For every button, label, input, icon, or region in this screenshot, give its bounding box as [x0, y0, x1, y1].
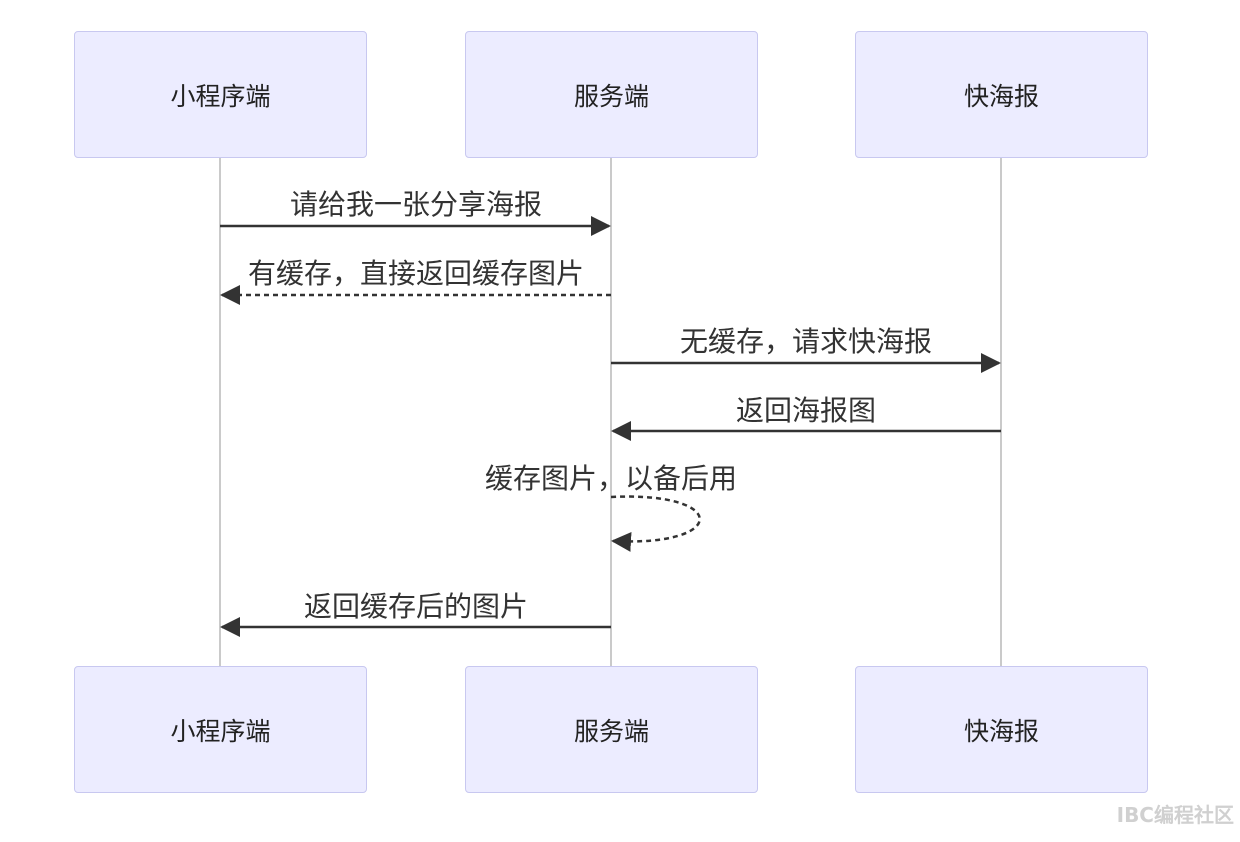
actor-box-bottom-miniapp: 小程序端 — [74, 666, 367, 793]
actor-box-top-poster: 快海报 — [855, 31, 1148, 158]
message-label-5: 缓存图片，以备后用 — [484, 462, 738, 495]
actor-box-top-miniapp: 小程序端 — [74, 31, 367, 158]
actor-box-bottom-server: 服务端 — [465, 666, 758, 793]
message-label-3: 无缓存，请求快海报 — [679, 325, 933, 358]
actor-box-bottom-poster: 快海报 — [855, 666, 1148, 793]
message-arrow-5 — [610, 495, 701, 552]
watermark: IBC编程社区 — [1116, 803, 1234, 827]
message-label-1: 请给我一张分享海报 — [289, 188, 543, 221]
actor-box-top-server: 服务端 — [465, 31, 758, 158]
message-label-4: 返回海报图 — [735, 394, 877, 427]
message-label-6: 返回缓存后的图片 — [303, 590, 529, 623]
message-label-2: 有缓存，直接返回缓存图片 — [247, 257, 585, 290]
